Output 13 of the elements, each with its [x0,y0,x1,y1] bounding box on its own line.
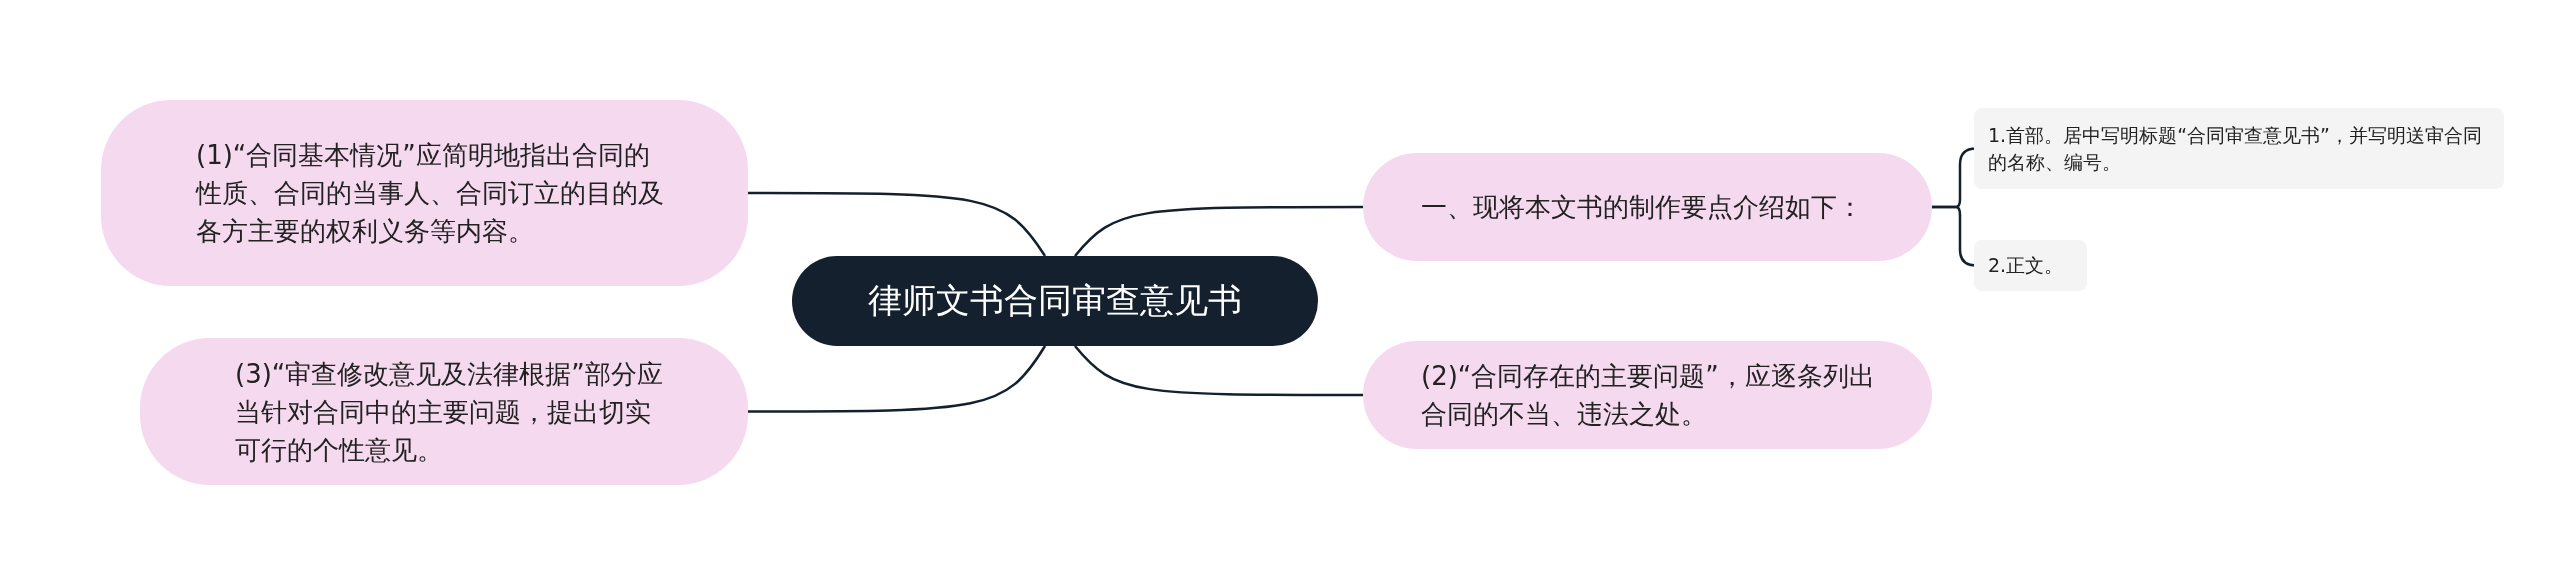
topic-text: (2)“合同存在的主要问题”，应逐条列出合同的不当、违法之处。 [1421,360,1876,431]
topic-text: 律师文书合同审查意见书 [868,279,1242,322]
subtopic-card [1974,108,2504,189]
connector-line [1074,345,1363,397]
topic-text: (3)“审查修改意见及法律根据”部分应当针对合同中的主要问题，提出切实可行的个性意见。 [235,357,664,467]
topic-text: 一、现将本文书的制作要点介绍如下： [1421,191,1863,224]
subtopic-card [1974,240,2087,291]
topic-text: 2.正文。 [1988,253,2064,278]
topic-text: (1)“合同基本情况”应简明地指出合同的性质、合同的当事人、合同订立的目的及各方主要的权利义务等内容。 [196,139,665,248]
topic-text: 1.首部。居中写明标题“合同审查意见书”，并写明送审合同的名称、编号。 [1988,122,2483,175]
connector-line [748,345,1047,413]
connector-line [748,191,1047,257]
connector-line [1074,205,1363,257]
